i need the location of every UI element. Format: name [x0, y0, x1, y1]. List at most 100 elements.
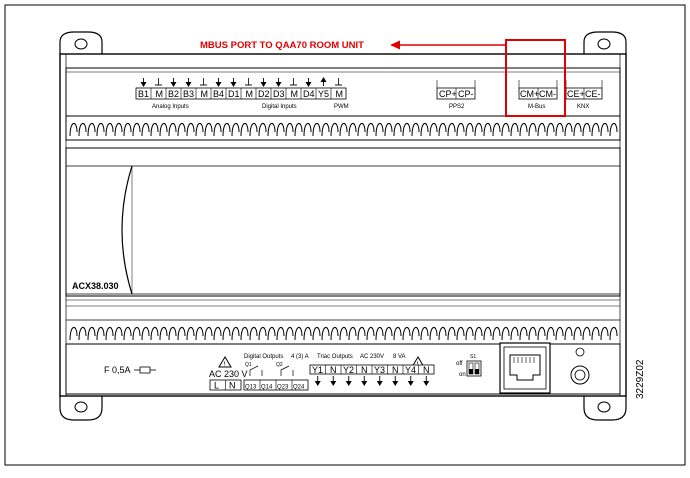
- top-terminal-m: M: [336, 89, 344, 99]
- triac-voltage-label: AC 230V: [360, 354, 384, 360]
- terminal-q23: Q23: [277, 385, 289, 391]
- warning-icon-left: !: [218, 356, 232, 368]
- terminal-symbol-icon: [230, 78, 237, 87]
- digital-outputs-label: Digital Outputs: [244, 354, 283, 360]
- mbus-highlight-box: [505, 39, 566, 117]
- arrow-down-icon: [392, 376, 399, 386]
- analog-inputs-label: Analog Inputs: [152, 104, 189, 110]
- digital-inputs-label: Digital Inputs: [262, 104, 297, 110]
- document-number: 3229Z02: [635, 359, 646, 399]
- arrow-down-icon: [345, 376, 352, 386]
- triac-terminal-y1: Y1: [312, 365, 323, 375]
- triac-outputs-label: Triac Outputs: [317, 354, 353, 360]
- triac-terminal-y4: Y4: [405, 365, 416, 375]
- mounting-tab-top-left: [59, 31, 103, 54]
- pps2-terminal-cp-minus: CP-: [458, 89, 474, 99]
- mbus-label: M-Bus: [528, 104, 545, 110]
- top-terminal-m: M: [201, 89, 209, 99]
- pps2-label: PPS2: [449, 104, 465, 110]
- terminal-q14: Q14: [261, 385, 273, 391]
- digital-outputs-rating: 4 (3) A: [291, 354, 309, 360]
- bottom-wave-pattern: [69, 327, 618, 341]
- top-terminal-d1: D1: [228, 89, 240, 99]
- pwm-label: PWM: [334, 104, 349, 110]
- top-terminal-d4: D4: [303, 89, 315, 99]
- front-panel: [65, 147, 621, 297]
- top-wave-pattern: [69, 123, 618, 137]
- screw-icon: [575, 347, 585, 357]
- pps2-terminal-block: CP+ CP- PPS2: [436, 80, 476, 110]
- switch-off-label: off: [456, 361, 463, 367]
- terminal-symbol-icon: [320, 77, 327, 86]
- top-terminal-m: M: [291, 89, 299, 99]
- top-terminal-d2: D2: [258, 89, 270, 99]
- relay-q1-label: Q1: [245, 362, 252, 368]
- terminal-symbol-icon: [185, 78, 192, 87]
- mounting-tab-bottom-left: [59, 395, 103, 421]
- top-terminal-b1: B1: [138, 89, 149, 99]
- top-terminal-d3: D3: [273, 89, 285, 99]
- svg-text:!: !: [224, 362, 226, 368]
- terminal-symbol-icon: [155, 78, 162, 86]
- fuse-label: F 0,5A: [104, 365, 131, 375]
- terminal-symbol-icon: [290, 78, 297, 86]
- power-terminal-l: L: [214, 381, 219, 391]
- relay-q2-label: Q2: [276, 362, 283, 368]
- mbus-terminal-block: CM+ CM- M-Bus: [518, 80, 558, 110]
- triac-terminal-block: Y1 N Y2 N Y3 N Y4 N: [309, 364, 435, 386]
- annotation-text: MBUS PORT TO QAA70 ROOM UNIT: [200, 40, 364, 51]
- terminal-symbol-icon: [305, 78, 312, 87]
- triac-terminal-n: N: [392, 365, 399, 375]
- top-terminal-b4: B4: [213, 89, 224, 99]
- switch-s1-label: S1: [470, 354, 476, 360]
- terminal-symbol-icon: [260, 78, 267, 87]
- mounting-tab-bottom-right: [583, 395, 627, 421]
- triac-terminal-y3: Y3: [374, 365, 385, 375]
- fuse-symbol-icon: [134, 366, 156, 374]
- terminal-symbol-icon: [170, 78, 177, 87]
- triac-terminal-y2: Y2: [343, 365, 354, 375]
- indicator-led-icon: [570, 365, 590, 385]
- arrow-down-icon: [330, 376, 337, 386]
- top-terminal-b2: B2: [168, 89, 179, 99]
- annotation-arrowhead-icon: [390, 40, 400, 50]
- top-terminal-m: M: [246, 89, 254, 99]
- terminal-symbol-icon: [140, 78, 147, 87]
- terminal-symbol-icon: [275, 78, 282, 87]
- relay-contact-icons: [249, 365, 294, 376]
- knx-terminal-ce-plus: CE+: [567, 89, 585, 99]
- top-terminal-y5: Y5: [318, 89, 329, 99]
- triac-va-label: 8 VA: [393, 354, 406, 360]
- pps2-terminal-cp-plus: CP+: [439, 89, 457, 99]
- figure-frame: [4, 4, 686, 466]
- mounting-tab-top-right: [583, 31, 627, 54]
- top-terminal-m: M: [156, 89, 164, 99]
- terminal-q24: Q24: [293, 385, 305, 391]
- knx-label: KNX: [577, 104, 589, 110]
- dip-switch-icon[interactable]: [466, 360, 482, 377]
- terminal-q13: Q13: [245, 385, 257, 391]
- mbus-terminal-cm-plus: CM+: [520, 89, 539, 99]
- power-label: AC 230 V: [209, 369, 248, 379]
- triac-terminal-n: N: [423, 365, 430, 375]
- model-label: ACX38.030: [72, 281, 119, 291]
- triac-terminal-n: N: [361, 365, 368, 375]
- knx-terminal-ce-minus: CE-: [585, 89, 601, 99]
- top-terminal-b3: B3: [183, 89, 194, 99]
- arrow-down-icon: [423, 376, 430, 386]
- arrow-down-icon: [407, 376, 414, 386]
- svg-text:!: !: [417, 362, 419, 368]
- terminal-symbol-icon: [200, 78, 207, 86]
- terminal-symbol-icon: [335, 78, 342, 86]
- mbus-terminal-cm-minus: CM-: [539, 89, 556, 99]
- triac-terminal-n: N: [330, 365, 337, 375]
- terminal-symbol-icon: [215, 78, 222, 87]
- arrow-down-icon: [361, 376, 368, 386]
- front-cover-curve: [121, 165, 133, 295]
- power-terminal-n: N: [229, 381, 236, 391]
- terminal-symbol-icon: [245, 78, 252, 86]
- arrow-down-icon: [376, 376, 383, 386]
